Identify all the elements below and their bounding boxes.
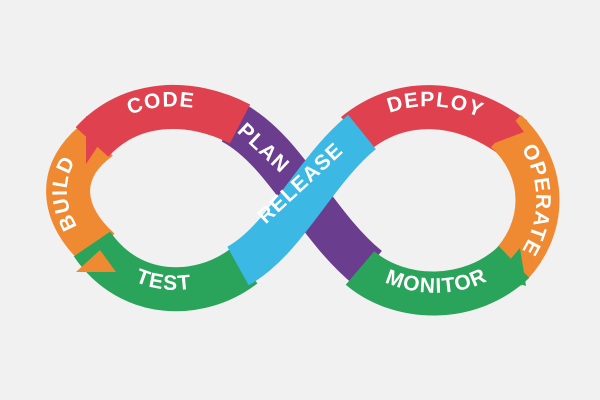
- stage-band-deploy: [341, 85, 528, 157]
- stage-band-build: [46, 120, 116, 267]
- arrowhead-code: [86, 116, 110, 164]
- stage-band-release: [226, 114, 377, 286]
- arrowhead-build: [76, 250, 116, 272]
- stage-band-code: [75, 84, 251, 158]
- arrowhead-deploy: [492, 108, 524, 144]
- arrowhead-monitor: [496, 248, 526, 286]
